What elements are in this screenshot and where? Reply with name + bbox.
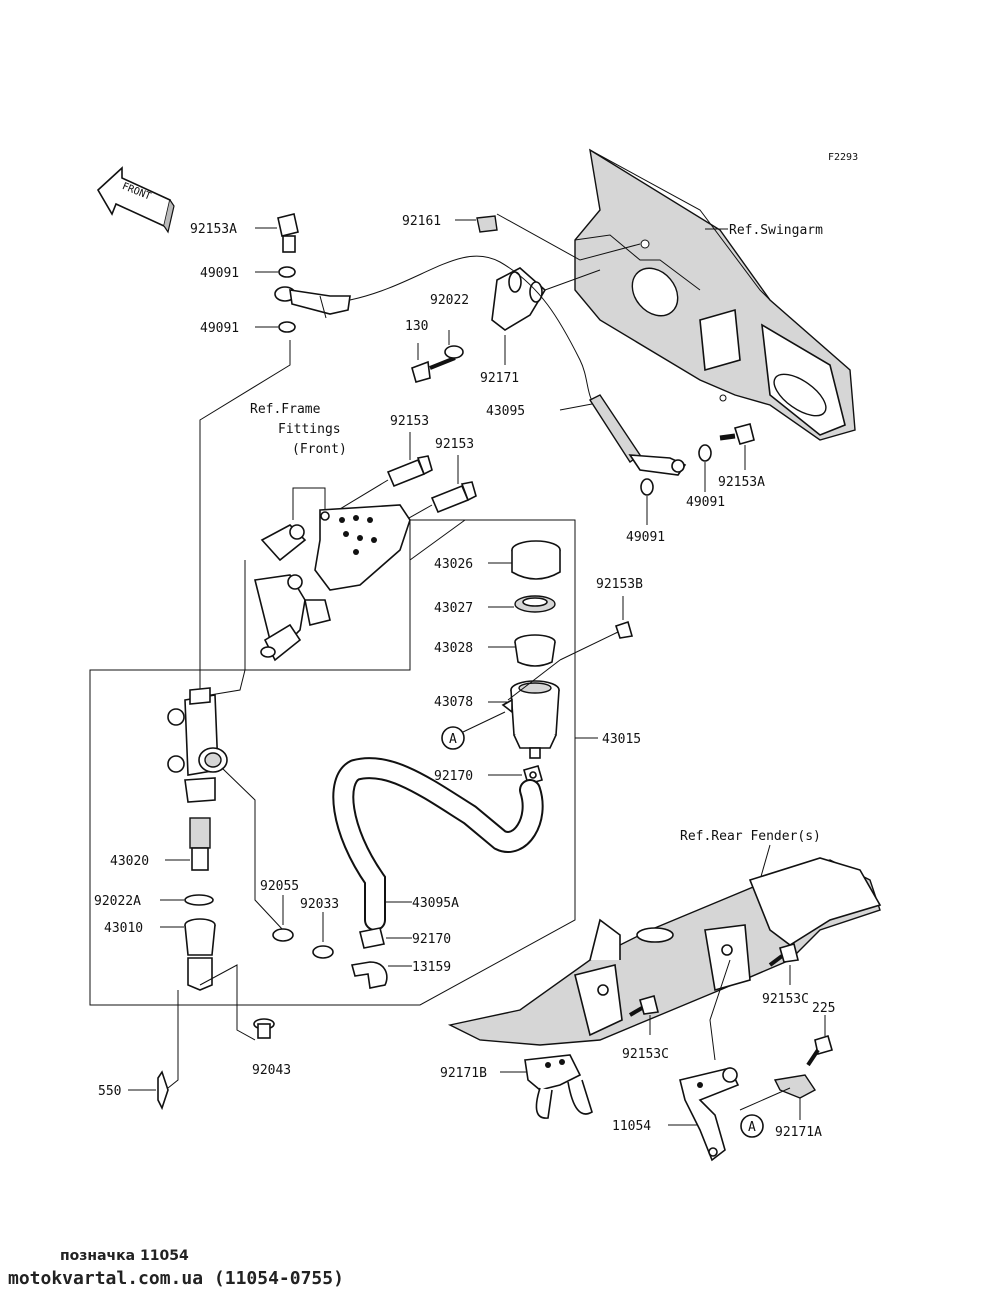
washer-49091-c bbox=[698, 444, 712, 462]
circlip-92033 bbox=[312, 945, 334, 959]
label-92171: 92171 bbox=[480, 371, 519, 386]
bracket-92171A bbox=[773, 1074, 817, 1099]
label-92153C-b: 92153C bbox=[622, 1047, 669, 1062]
upper-banjo-fitting bbox=[274, 286, 351, 319]
frame-bracket bbox=[314, 504, 411, 591]
bolt-92153C-b bbox=[628, 995, 659, 1017]
label-43028: 43028 bbox=[434, 641, 473, 656]
diaphragm-43028 bbox=[514, 634, 556, 667]
cotter-pin-550 bbox=[157, 1070, 169, 1111]
label-43095A: 43095A bbox=[412, 896, 459, 911]
callout-a-label: A bbox=[449, 732, 457, 747]
bolt-92153B bbox=[559, 620, 634, 661]
clamp-92170-b bbox=[359, 927, 385, 949]
label-92170-a: 92170 bbox=[434, 769, 473, 784]
callout-a-circle bbox=[441, 726, 465, 750]
pin-92043 bbox=[253, 1018, 275, 1039]
label-43026: 43026 bbox=[434, 557, 473, 572]
label-92170-b: 92170 bbox=[412, 932, 451, 947]
label-92153-a: 92153 bbox=[390, 414, 429, 429]
footer-url: motokvartal.com.ua (11054-0755) bbox=[8, 1268, 344, 1289]
brake-pedal-lever bbox=[254, 524, 331, 662]
washer-49091-d bbox=[640, 478, 654, 496]
label-92153-b: 92153 bbox=[435, 437, 474, 452]
master-cylinder-body bbox=[167, 687, 228, 803]
bolt-92153C-a bbox=[768, 943, 799, 967]
label-92153A-right: 92153A bbox=[718, 475, 765, 490]
label-92153C-a: 92153C bbox=[762, 992, 809, 1007]
label-49091-d: 49091 bbox=[626, 530, 665, 545]
label-43095: 43095 bbox=[486, 404, 525, 419]
hose-43095 bbox=[588, 394, 687, 476]
label-43015: 43015 bbox=[602, 732, 641, 747]
bolt-92153A-right bbox=[719, 423, 755, 445]
washer-92022 bbox=[444, 345, 464, 359]
label-92022A: 92022A bbox=[94, 894, 141, 909]
label-43020: 43020 bbox=[110, 854, 149, 869]
reservoir-43078 bbox=[501, 680, 560, 759]
label-13159: 13159 bbox=[412, 960, 451, 975]
label-43010: 43010 bbox=[104, 921, 143, 936]
ref-swingarm: Ref.Swingarm bbox=[729, 223, 823, 238]
label-92043: 92043 bbox=[252, 1063, 291, 1078]
cap-43026 bbox=[511, 540, 561, 580]
label-43078: 43078 bbox=[434, 695, 473, 710]
label-49091-c: 49091 bbox=[686, 495, 725, 510]
label-92171B: 92171B bbox=[440, 1066, 487, 1081]
label-49091-a: 49091 bbox=[200, 266, 239, 281]
bolt-225 bbox=[806, 1034, 833, 1067]
rear-fender-drawing bbox=[447, 857, 882, 1046]
plate-43027 bbox=[514, 595, 556, 613]
pushrod-43020 bbox=[189, 817, 211, 871]
bracket-92171B bbox=[524, 1054, 593, 1119]
callout-a-label-2: A bbox=[748, 1120, 756, 1135]
bracket-11054 bbox=[679, 1067, 740, 1162]
footer-title: позначка 11054 bbox=[60, 1248, 189, 1264]
label-92161: 92161 bbox=[402, 214, 441, 229]
figure-code: F2293 bbox=[828, 152, 858, 163]
label-92033: 92033 bbox=[300, 897, 339, 912]
oring-92055 bbox=[272, 928, 294, 942]
bolt-92153-a bbox=[386, 455, 433, 488]
ref-frame-line1: Ref.Frame bbox=[250, 402, 321, 417]
ref-frame-line3: (Front) bbox=[292, 442, 347, 457]
callout-a-circle-2 bbox=[740, 1114, 764, 1138]
swingarm-drawing bbox=[574, 148, 856, 441]
label-49091-b: 49091 bbox=[200, 321, 239, 336]
hose-43095-upper bbox=[349, 255, 601, 411]
label-225: 225 bbox=[812, 1001, 835, 1016]
label-92055: 92055 bbox=[260, 879, 299, 894]
washer-49091-b bbox=[278, 321, 296, 333]
bolt-92153A-top bbox=[277, 213, 299, 253]
circlip-92022A bbox=[184, 894, 214, 906]
elbow-13159 bbox=[350, 961, 388, 989]
label-92022: 92022 bbox=[430, 293, 469, 308]
reservoir-group-frame bbox=[89, 519, 576, 1006]
ref-frame-line2: Fittings bbox=[278, 422, 341, 437]
label-43027: 43027 bbox=[434, 601, 473, 616]
label-92153B: 92153B bbox=[596, 577, 643, 592]
washer-49091-a bbox=[278, 266, 296, 278]
pad-92161 bbox=[476, 215, 498, 233]
label-92153A-top: 92153A bbox=[190, 222, 237, 237]
front-arrow-icon: FRONT bbox=[96, 166, 175, 234]
bolt-92153-b bbox=[430, 481, 477, 514]
label-92171A: 92171A bbox=[775, 1125, 822, 1140]
label-130: 130 bbox=[405, 319, 428, 334]
ref-rear-fender: Ref.Rear Fender(s) bbox=[680, 829, 821, 844]
bracket-92171 bbox=[491, 267, 547, 331]
label-550: 550 bbox=[98, 1084, 121, 1099]
label-11054: 11054 bbox=[612, 1119, 651, 1134]
bolt-130 bbox=[411, 356, 456, 383]
